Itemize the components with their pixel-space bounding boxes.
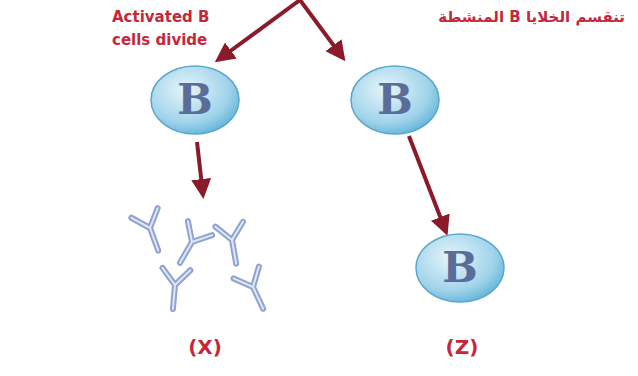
cell-body xyxy=(351,66,439,134)
cell-body xyxy=(416,234,504,302)
caption-note: Activated B cells divide xyxy=(112,6,220,53)
caption-note: تنقسم الخلايا B المنشطة xyxy=(355,6,625,29)
cell-body xyxy=(151,66,239,134)
callout-letter: (X) xyxy=(175,332,235,363)
b-cell: B xyxy=(414,232,506,304)
b-cell: B xyxy=(149,64,241,136)
secretion-arrow xyxy=(197,142,203,195)
cell-letter: B xyxy=(442,247,478,289)
branch-arrow xyxy=(218,0,300,60)
branch-arrow xyxy=(300,0,343,58)
cell-letter: B xyxy=(177,79,213,121)
division-arrow xyxy=(409,136,446,232)
cell-letter: B xyxy=(377,79,413,121)
antibodies xyxy=(131,208,275,314)
b-cell: B xyxy=(349,64,441,136)
callout-letter: (Z) xyxy=(432,332,492,363)
